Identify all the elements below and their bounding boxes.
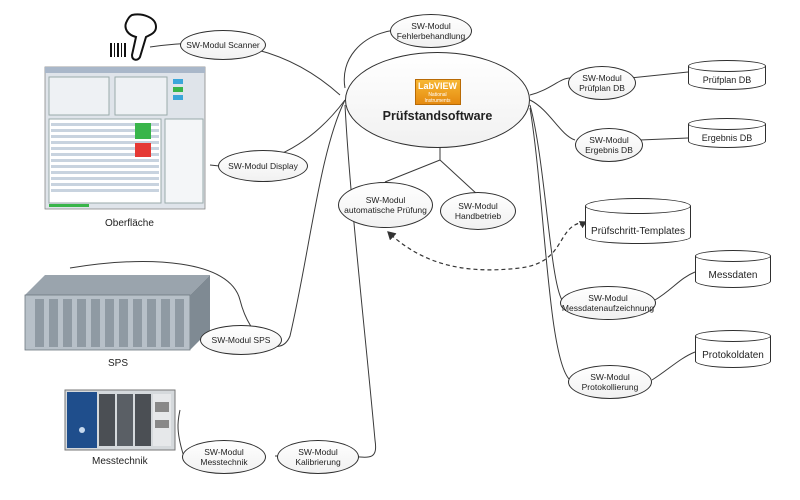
node-messtechnik[interactable]: SW-Modul Messtechnik: [182, 440, 266, 474]
edge-kalibrierung: [344, 104, 377, 458]
edge-ergebnis-db: [639, 137, 689, 141]
edge-messdatenauf: [529, 104, 563, 301]
ui-screenshot-thumbnail: [44, 66, 206, 210]
node-scanner[interactable]: SW-Modul Scanner: [180, 30, 266, 60]
edge-messdaten: [654, 271, 696, 301]
node-ergebnis[interactable]: SW-Modul Ergebnis DB: [575, 128, 643, 162]
edge-pruefplan-db: [629, 71, 689, 79]
db-protokolldaten[interactable]: Protokoldaten: [695, 330, 771, 368]
node-display[interactable]: SW-Modul Display: [218, 150, 308, 182]
node-protokollierung[interactable]: SW-Modul Protokollierung: [568, 365, 652, 399]
caption-oberflaeche: Oberfläche: [105, 218, 154, 229]
edge-fehler: [343, 29, 396, 89]
node-handbetrieb[interactable]: SW-Modul Handbetrieb: [440, 192, 516, 230]
edge-templates-dashed: [387, 221, 586, 271]
node-messdatenaufzeichnung[interactable]: SW-Modul Messdatenaufzeichnung: [560, 286, 656, 320]
db-pruefschritt-templates[interactable]: Prüfschritt-Templates: [585, 198, 691, 244]
edge-protokoll: [529, 107, 571, 381]
labview-logo: LabVIEW National Instruments: [414, 79, 461, 105]
db-ergebnis[interactable]: Ergebnis DB: [688, 118, 766, 148]
plc-hardware-image: [24, 275, 210, 351]
edge-handbetrieb: [439, 159, 479, 196]
barcode-scanner-icon: [110, 13, 158, 61]
edge-automatik: [384, 145, 441, 183]
caption-messtechnik: Messtechnik: [92, 456, 148, 467]
node-sps[interactable]: SW-Modul SPS: [200, 325, 282, 355]
edge-ergebnis: [529, 99, 576, 141]
node-automatische-pruefung[interactable]: SW-Modul automatische Prüfung: [338, 182, 433, 228]
caption-sps: SPS: [108, 358, 129, 369]
center-node-pruefstandsoftware[interactable]: LabVIEW National Instruments Prüfstandso…: [345, 52, 530, 148]
edge-protokolldaten: [651, 351, 696, 381]
node-pruefplan[interactable]: SW-Modul Prüfplan DB: [568, 66, 636, 100]
db-messdaten[interactable]: Messdaten: [695, 250, 771, 288]
node-kalibrierung[interactable]: SW-Modul Kalibrierung: [277, 440, 359, 474]
db-pruefplan[interactable]: Prüfplan DB: [688, 60, 766, 90]
center-title: Prüfstandsoftware: [382, 109, 493, 123]
edge-pruefplan: [529, 77, 571, 96]
measurement-hardware-image: [64, 389, 176, 451]
node-fehlerbehandlung[interactable]: SW-Modul Fehlerbehandlung: [390, 14, 472, 48]
